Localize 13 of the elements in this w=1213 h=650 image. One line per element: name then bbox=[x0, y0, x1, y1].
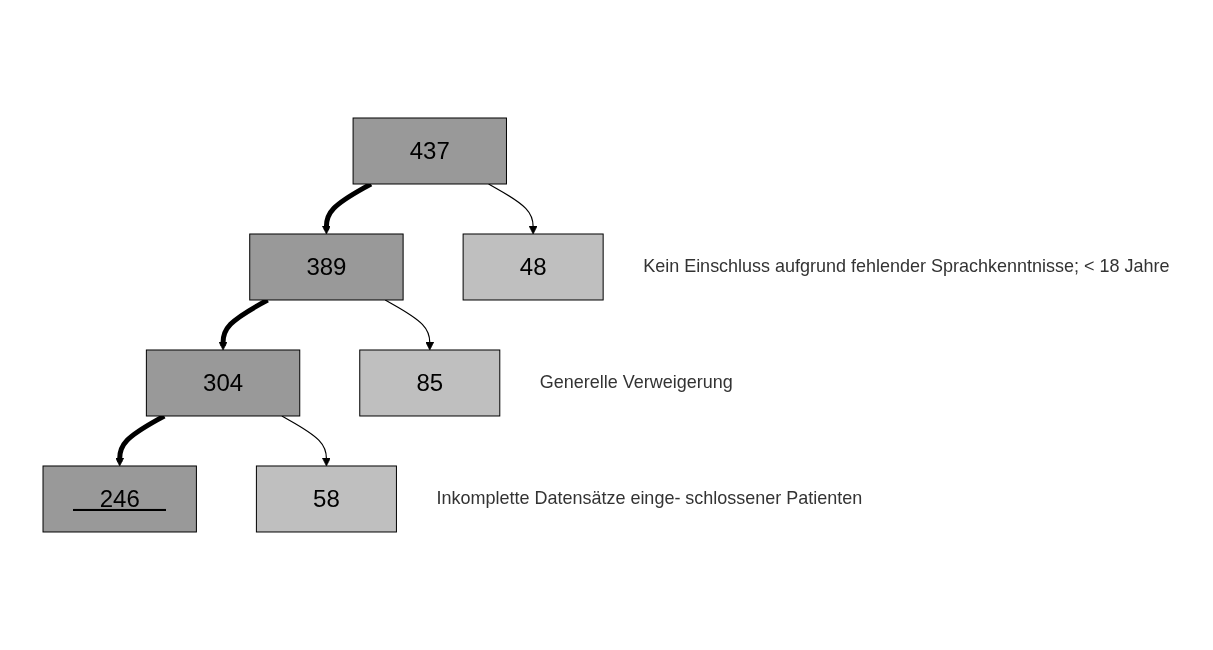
annotation-text: Kein Einschluss aufgrund fehlender Sprachkenntnisse; < 18 Jahre bbox=[643, 255, 1170, 276]
annotation-text: Inkomplette Datensätze einge- schlossener Patienten bbox=[436, 487, 863, 508]
arrow bbox=[281, 415, 331, 467]
annotation-text: Generelle Verweigerung bbox=[539, 371, 733, 392]
node-box: 58 bbox=[256, 465, 398, 533]
node-box: 389 bbox=[249, 233, 404, 301]
node-box: 48 bbox=[462, 233, 604, 301]
arrow bbox=[384, 299, 435, 351]
arrow bbox=[488, 183, 538, 235]
node-box: 437 bbox=[352, 117, 508, 185]
node-box: 85 bbox=[359, 349, 501, 417]
node-box: 304 bbox=[146, 349, 301, 417]
node-box: 246 bbox=[42, 465, 198, 533]
